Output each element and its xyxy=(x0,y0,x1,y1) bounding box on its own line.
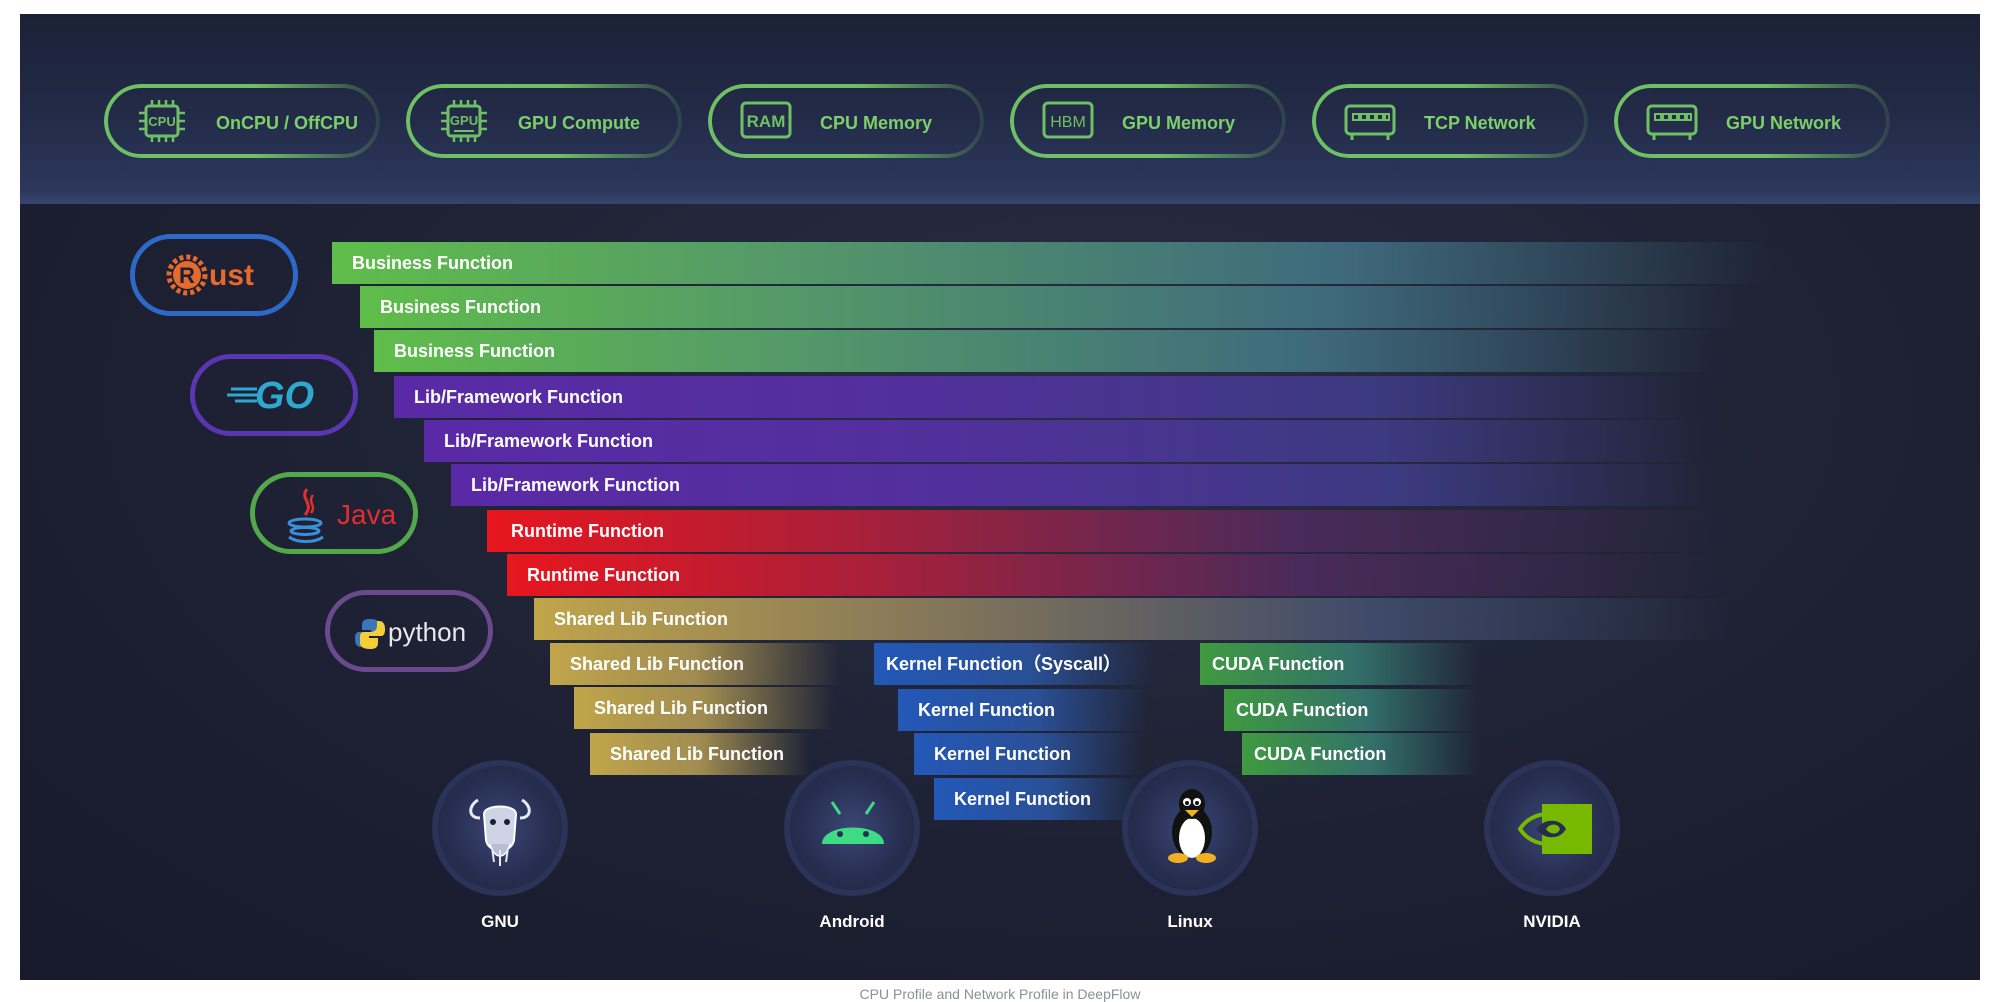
platform-label: NVIDIA xyxy=(1523,912,1581,931)
lang-pill-java: Java xyxy=(250,472,418,554)
profile-pill-gpu-memory: HBM xyxy=(1010,84,1286,158)
profile-pill-gpu-compute: GPU xyxy=(406,84,682,158)
stack-bar-lib: Lib/Framework Function xyxy=(424,420,1704,462)
profile-label: OnCPU / OffCPU xyxy=(216,113,358,133)
ram-icon: RAM xyxy=(740,101,792,139)
python-wordmark: python xyxy=(388,617,467,647)
java-logo-icon xyxy=(287,488,324,543)
profile-label: TCP Network xyxy=(1424,113,1536,133)
platform-linux xyxy=(1122,760,1258,896)
svg-text:RAM: RAM xyxy=(747,112,786,131)
stack-bar-business: Business Function xyxy=(374,330,1714,372)
lang-pill-rust: R ust xyxy=(130,234,298,316)
lang-pill-python: python xyxy=(325,590,493,672)
cpu-chip-icon: CPU xyxy=(139,100,185,142)
stack-bar-cuda: CUDA Function xyxy=(1242,733,1480,775)
profile-pill-tcp-network xyxy=(1312,84,1588,158)
figure-caption: CPU Profile and Network Profile in DeepF… xyxy=(859,986,1141,1002)
rust-wordmark: ust xyxy=(209,259,254,292)
tux-penguin-icon xyxy=(1168,789,1216,863)
stack-bar-business: Business Function xyxy=(360,286,1740,328)
stack-bar-cuda: CUDA Function xyxy=(1200,643,1480,685)
svg-text:GPU: GPU xyxy=(450,113,478,128)
hbm-icon: HBM xyxy=(1042,101,1094,139)
diagram-panel: CPU GPU RAM HBM xyxy=(20,14,1980,980)
stack-bar-lib: Lib/Framework Function xyxy=(394,376,1694,418)
stack-bar-lib: Lib/Framework Function xyxy=(451,464,1711,506)
platform-nvidia xyxy=(1484,760,1620,896)
platform-label: Android xyxy=(819,912,885,931)
stack-bar-kernel: Kernel Function xyxy=(898,689,1148,731)
lang-pill-go: GO xyxy=(190,354,358,436)
rust-logo-icon: R xyxy=(166,254,208,296)
stack-bar-business: Business Function xyxy=(332,242,1772,284)
svg-text:CPU: CPU xyxy=(148,114,175,129)
gnu-logo-icon xyxy=(469,798,531,866)
profile-label: GPU Compute xyxy=(518,113,641,133)
profile-pill-cpu-memory: RAM xyxy=(708,84,984,158)
stack-bar-shared-lib: Shared Lib Function xyxy=(534,598,1734,640)
go-logo-icon: GO xyxy=(255,375,315,417)
platform-label: GNU xyxy=(481,912,519,931)
platform-android xyxy=(784,760,920,896)
stack-bar-runtime: Runtime Function xyxy=(487,510,1727,552)
profile-pill-oncpu: CPU xyxy=(104,84,380,158)
svg-text:HBM: HBM xyxy=(1050,114,1086,131)
java-wordmark: Java xyxy=(337,499,397,530)
svg-text:R: R xyxy=(179,263,195,288)
stack-bar-shared-lib: Shared Lib Function xyxy=(574,687,834,729)
gpu-chip-icon: GPU xyxy=(441,100,487,142)
stack-bar-kernel-syscall: Kernel Function（Syscall） xyxy=(874,643,1154,685)
profile-pill-gpu-network xyxy=(1614,84,1890,158)
stack-bar-kernel: Kernel Function xyxy=(914,733,1144,775)
nvidia-logo-icon xyxy=(1518,804,1592,854)
speed-lines-icon xyxy=(227,387,257,403)
platform-gnu xyxy=(432,760,568,896)
network-switch-icon xyxy=(1344,104,1396,140)
profile-label: GPU Network xyxy=(1726,113,1842,133)
stack-bar-shared-lib: Shared Lib Function xyxy=(590,733,810,775)
android-logo-icon xyxy=(822,801,884,844)
platform-label: Linux xyxy=(1167,912,1213,931)
profile-label: GPU Memory xyxy=(1122,113,1236,133)
stack-bar-cuda: CUDA Function xyxy=(1224,689,1480,731)
stack-bar-runtime: Runtime Function xyxy=(507,554,1727,596)
network-switch-icon xyxy=(1646,104,1698,140)
stack-bar-kernel: Kernel Function xyxy=(934,778,1144,820)
python-logo-icon xyxy=(355,619,385,649)
stack-bar-shared-lib: Shared Lib Function xyxy=(550,643,840,685)
profile-label: CPU Memory xyxy=(820,113,933,133)
